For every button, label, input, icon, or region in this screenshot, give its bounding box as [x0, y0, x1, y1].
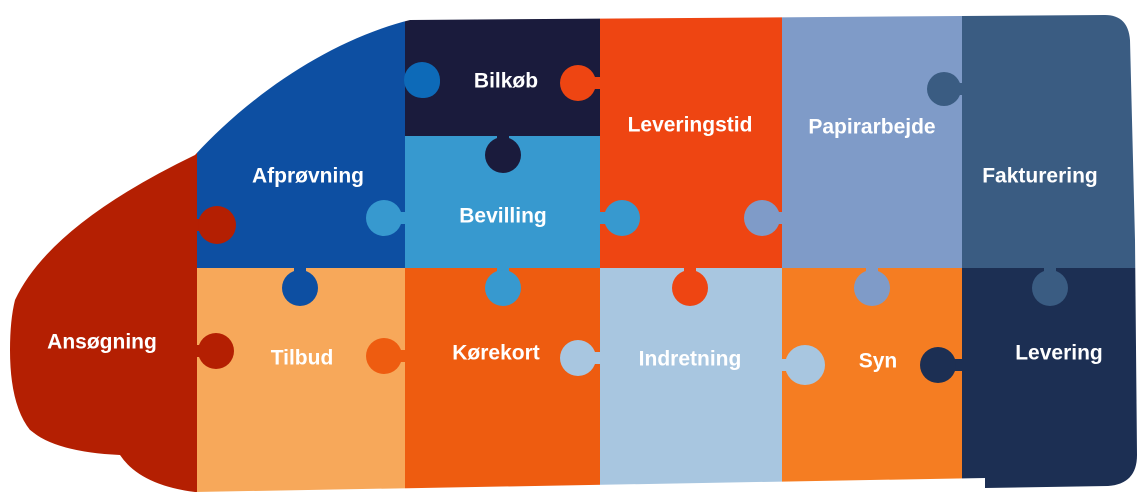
- label-ansogning: Ansøgning: [47, 331, 157, 354]
- tab-bevilling-leveringstid: [604, 200, 640, 236]
- tab-bilkob-left-highlight: [408, 66, 440, 98]
- tab-leveringstid-bilkob: [560, 65, 596, 101]
- label-fakturering: Fakturering: [982, 165, 1098, 188]
- tab-bilkob-bevilling: [485, 137, 521, 173]
- piece-papirarbejde-block: [782, 15, 962, 268]
- label-syn: Syn: [859, 350, 898, 373]
- piece-ansogning-block: [10, 15, 197, 492]
- tab-bevilling-afprovning: [366, 200, 402, 236]
- label-bilkob: Bilkøb: [474, 70, 538, 93]
- tab-fakturering-papirarbejde: [927, 72, 961, 106]
- tab-fakturering-levering: [1032, 270, 1068, 306]
- tab-indretning-korekort: [560, 340, 596, 376]
- tab-leveringstid-indretning: [672, 270, 708, 306]
- label-tilbud: Tilbud: [271, 347, 334, 370]
- tab-bevilling-korekort: [485, 270, 521, 306]
- label-levering: Levering: [1015, 342, 1103, 365]
- wheel-wells: [0, 430, 120, 492]
- label-bevilling: Bevilling: [459, 205, 547, 228]
- puzzle-tabs: [190, 62, 1068, 385]
- tab-levering-syn: [920, 347, 956, 383]
- tab-afprovning-tilbud: [282, 270, 318, 306]
- label-leveringstid: Leveringstid: [628, 114, 753, 137]
- label-afprovning: Afprøvning: [252, 165, 364, 188]
- tab-ansogning-afprovning: [198, 206, 236, 244]
- label-indretning: Indretning: [639, 348, 742, 371]
- label-korekort: Kørekort: [452, 342, 540, 365]
- tab-indretning-syn: [785, 345, 825, 385]
- piece-labels: Ansøgning Afprøvning Bilkøb Bevilling Le…: [47, 70, 1103, 373]
- piece-fakturering-block: [962, 15, 1137, 268]
- tab-papirarbejde-leveringstid: [744, 200, 780, 236]
- tab-korekort-tilbud: [366, 338, 402, 374]
- label-papirarbejde: Papirarbejde: [808, 116, 935, 139]
- tab-ansogning-tilbud: [198, 333, 234, 369]
- tab-papirarbejde-syn: [854, 270, 890, 306]
